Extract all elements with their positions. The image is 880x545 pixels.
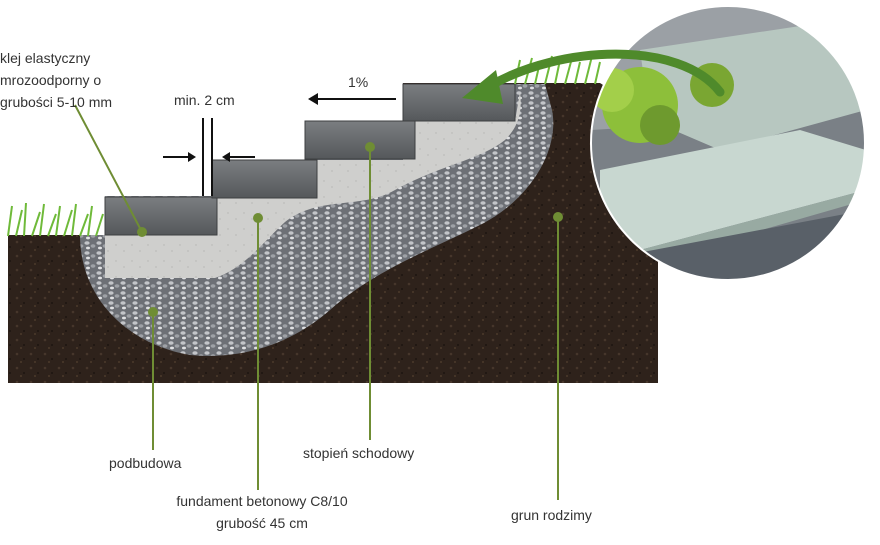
curved-arrow-icon [462, 49, 725, 104]
arrow-left-icon [308, 93, 396, 105]
leader-lines [74, 104, 563, 500]
step-block-3 [304, 120, 416, 160]
glue-label: klej elastyczny mrozoodporny o grubości … [0, 47, 112, 113]
foundation-label: fundament betonowy C8/10 grubość 45 cm [162, 490, 362, 534]
subbase-label: podbudowa [109, 455, 182, 471]
glue-label-line-2: mrozoodporny o [0, 72, 102, 88]
step-label: stopień schodowy [303, 445, 415, 461]
glue-label-line-3: grubości 5-10 mm [0, 94, 113, 110]
foundation-label-line-2: grubość 45 cm [216, 515, 308, 531]
soil-label: grun rodzimy [511, 507, 592, 523]
slope-label: 1% [348, 74, 369, 90]
step-blocks [104, 83, 516, 236]
arrow-right-left-icon [163, 152, 255, 162]
grass-left [7, 202, 104, 237]
step-block-1 [104, 196, 218, 236]
foundation-label-line-1: fundament betonowy C8/10 [176, 493, 348, 509]
step-block-2 [211, 159, 318, 199]
gap-indicator [202, 118, 213, 196]
glue-label-line-1: klej elastyczny [0, 50, 91, 66]
grass-right [514, 55, 601, 85]
gap-label: min. 2 cm [174, 92, 235, 108]
